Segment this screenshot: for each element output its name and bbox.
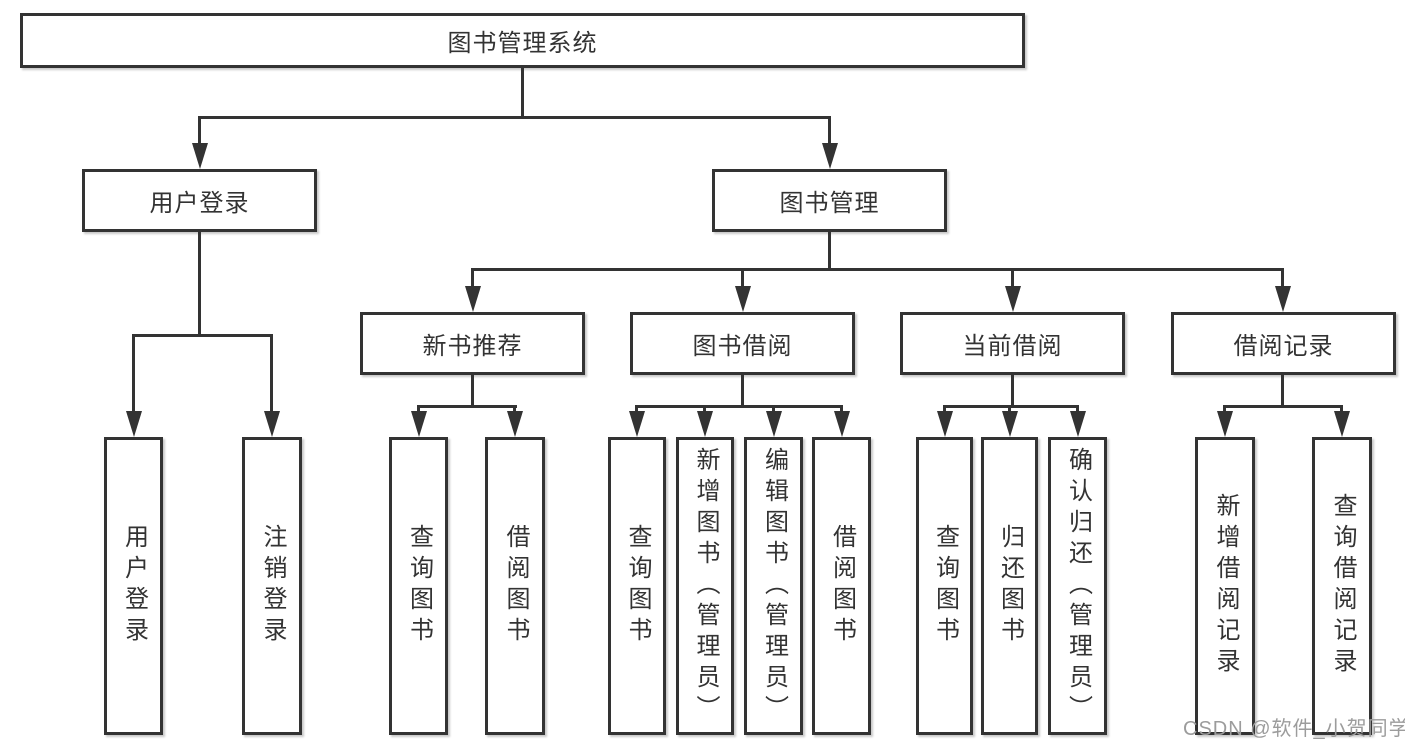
connector-line	[1223, 405, 1343, 408]
connector-line	[828, 232, 831, 270]
connector-line	[635, 405, 843, 408]
node-borrowing-records: 借阅记录	[1171, 312, 1396, 375]
connector-line	[943, 405, 1079, 408]
arrow-down-icon	[264, 411, 280, 437]
arrow-down-icon	[411, 411, 427, 437]
connector-line	[1281, 375, 1284, 408]
connector-line	[741, 268, 744, 289]
connector-line	[198, 116, 831, 119]
connector-line	[198, 232, 201, 336]
leaf-add-borrow-record: 新增借阅记录	[1195, 437, 1255, 735]
arrow-down-icon	[1005, 286, 1021, 312]
arrow-down-icon	[735, 286, 751, 312]
connector-line	[132, 334, 273, 337]
watermark: CSDN @软件_小贺同学	[1183, 718, 1405, 740]
leaf-borrow-books-borrowing: 借阅图书	[812, 437, 871, 735]
connector-line	[1011, 268, 1014, 289]
arrow-down-icon	[507, 411, 523, 437]
connector-line	[943, 405, 946, 414]
connector-line	[132, 334, 135, 415]
arrow-down-icon	[629, 411, 645, 437]
arrow-down-icon	[126, 411, 142, 437]
leaf-query-books-recommend: 查询图书	[389, 437, 448, 735]
leaf-logout: 注销登录	[242, 437, 302, 735]
connector-line	[772, 405, 775, 414]
arrow-down-icon	[1002, 411, 1018, 437]
arrow-down-icon	[766, 411, 782, 437]
connector-line	[521, 68, 524, 119]
connector-line	[828, 116, 831, 146]
leaf-query-books-borrowing: 查询图书	[608, 437, 666, 735]
node-user-login: 用户登录	[82, 169, 317, 232]
connector-line	[471, 268, 1284, 271]
connector-line	[635, 405, 638, 414]
arrow-down-icon	[1217, 411, 1233, 437]
leaf-edit-book-admin: 编辑图书（管理员）	[744, 437, 803, 735]
arrow-down-icon	[192, 143, 208, 169]
node-library-system: 图书管理系统	[20, 13, 1025, 68]
leaf-user-login: 用户登录	[104, 437, 163, 735]
arrow-down-icon	[937, 411, 953, 437]
node-new-book-recommend: 新书推荐	[360, 312, 585, 375]
node-book-borrowing: 图书借阅	[630, 312, 855, 375]
arrow-down-icon	[697, 411, 713, 437]
connector-line	[513, 405, 516, 414]
arrow-down-icon	[1334, 411, 1350, 437]
connector-line	[840, 405, 843, 414]
leaf-borrow-books-recommend: 借阅图书	[485, 437, 545, 735]
arrow-down-icon	[465, 286, 481, 312]
arrow-down-icon	[1275, 286, 1291, 312]
connector-line	[417, 405, 517, 408]
connector-line	[270, 334, 273, 415]
node-book-management: 图书管理	[712, 169, 947, 232]
connector-line	[741, 375, 744, 408]
leaf-add-book-admin: 新增图书（管理员）	[676, 437, 734, 735]
arrow-down-icon	[834, 411, 850, 437]
leaf-return-books: 归还图书	[981, 437, 1038, 735]
arrow-down-icon	[822, 143, 838, 169]
connector-line	[1281, 268, 1284, 289]
connector-line	[471, 268, 474, 289]
leaf-query-books-current: 查询图书	[916, 437, 973, 735]
connector-line	[1223, 405, 1226, 414]
connector-line	[1340, 405, 1343, 414]
leaf-query-borrow-record: 查询借阅记录	[1312, 437, 1372, 735]
connector-line	[417, 405, 420, 414]
leaf-confirm-return-admin: 确认归还（管理员）	[1048, 437, 1107, 735]
connector-line	[198, 116, 201, 146]
arrow-down-icon	[1070, 411, 1086, 437]
connector-line	[471, 375, 474, 408]
node-current-borrowing: 当前借阅	[900, 312, 1125, 375]
connector-line	[703, 405, 706, 414]
connector-line	[1008, 405, 1011, 414]
connector-line	[1076, 405, 1079, 414]
connector-line	[1011, 375, 1014, 408]
